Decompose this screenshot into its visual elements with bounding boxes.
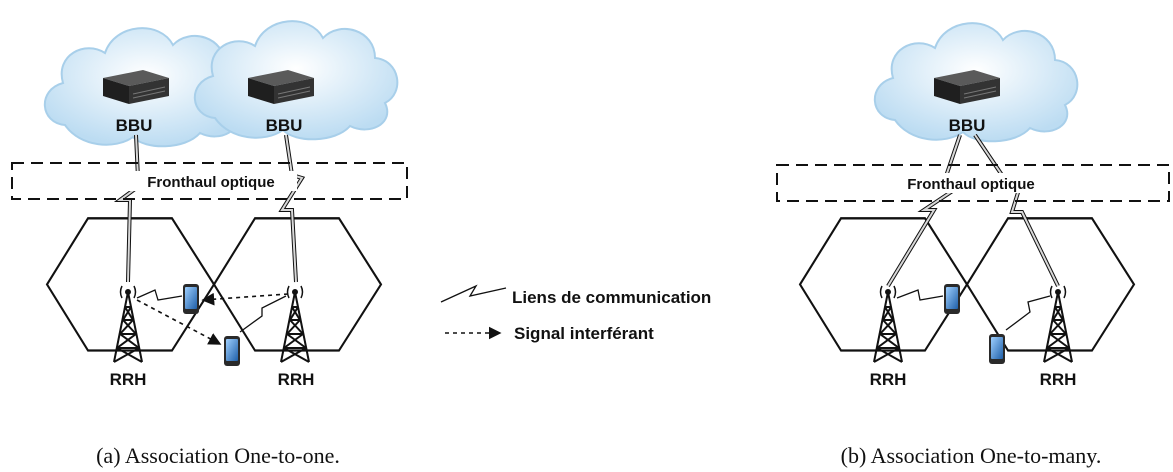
cell-b-right-hexagon — [965, 217, 1136, 352]
comm-link-left — [136, 289, 183, 301]
fronthaul-box — [11, 162, 408, 200]
bbu-right-label: BBU — [266, 116, 303, 135]
fronthaul-right-cable — [278, 134, 306, 283]
rrh-left-label: RRH — [110, 370, 147, 389]
interference-arrow-left-to-right — [136, 299, 222, 345]
comm-link-right — [239, 295, 287, 333]
fronthaul-label: Fronthaul optique — [147, 174, 274, 191]
fronthaul-b-label: Fronthaul optique — [907, 176, 1034, 193]
fronthaul-left-cable — [113, 134, 157, 283]
caption-b: (b) Association One-to-many. — [841, 443, 1102, 468]
ue-b-left-phone-icon — [944, 284, 960, 314]
figure-a: BBU BBU Fronthaul optique RRH RRH (a) As… — [11, 20, 408, 468]
bbu-left-label: BBU — [116, 116, 153, 135]
caption-a: (a) Association One-to-one. — [96, 443, 340, 468]
figure-b: BBU Fronthaul optique RRH RRH (b) Associ… — [776, 22, 1170, 468]
legend-interf-label: Signal interférant — [514, 324, 654, 343]
rrh-right-label: RRH — [278, 370, 315, 389]
fronthaul-b-right-cable — [973, 133, 1060, 287]
ue-b-right-phone-icon — [989, 334, 1005, 364]
ue-right-phone-icon — [224, 336, 240, 366]
rrh-b-left-label: RRH — [870, 370, 907, 389]
interference-arrow-right-to-left — [201, 292, 289, 306]
fronthaul-b-box — [776, 164, 1170, 202]
bbu-b-label: BBU — [949, 116, 986, 135]
legend: Liens de communication Signal interféran… — [440, 284, 711, 343]
ue-left-phone-icon — [183, 284, 199, 314]
comm-link-b-left — [896, 289, 944, 301]
legend-comm-label: Liens de communication — [512, 288, 711, 307]
legend-comm-symbol — [440, 284, 507, 303]
rrh-b-right-label: RRH — [1040, 370, 1077, 389]
comm-link-b-right — [1005, 295, 1051, 331]
cell-right-hexagon — [212, 217, 383, 352]
